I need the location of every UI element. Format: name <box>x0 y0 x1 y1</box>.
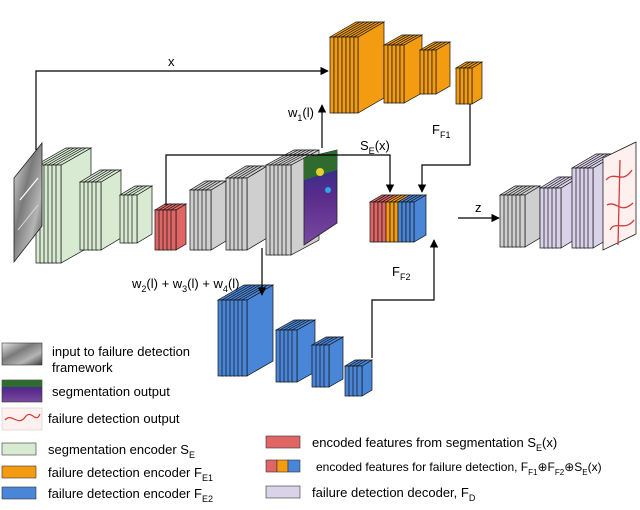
w234-part: 4 <box>223 284 228 294</box>
legend-encoded-fd-swatch-red <box>265 459 278 473</box>
w234-part: w <box>131 276 142 291</box>
legend-fd-encoder-1-text: failure detection encoder FE1 <box>48 465 213 483</box>
fd-encoder-1-block-2 <box>382 34 424 104</box>
label-w234: w2(l) + w3(l) + w4(l) <box>131 276 239 294</box>
fd-encoder-1-block-3 <box>418 41 452 95</box>
ff2-arrow <box>371 239 439 358</box>
w234-part: 3 <box>182 284 187 294</box>
label-w1: w1(l) <box>287 105 314 123</box>
se-arrow <box>165 154 395 205</box>
fd-encoder-2-block-4 <box>343 359 374 397</box>
seg-gray-block-2 <box>224 165 269 251</box>
legend-encoded-fd-swatch-orange <box>276 459 289 473</box>
label-x: x <box>168 54 175 69</box>
seg-encoder-block-3 <box>118 185 154 244</box>
legend-seg-encoder-swatch <box>1 442 37 456</box>
encoded-seg-block <box>153 203 188 251</box>
concat-features-block <box>368 194 428 243</box>
legend-fd-encoder-1-swatch <box>1 465 37 479</box>
w234-part: (l) <box>228 276 240 291</box>
ff1-arrow <box>417 104 471 193</box>
w234-part: (l) + w <box>146 276 182 291</box>
label-se: SE(x) <box>360 138 390 156</box>
w234-part: 2 <box>141 284 146 294</box>
legend-fd-encoder-2-swatch <box>1 486 37 500</box>
legend-encoded-seg-swatch <box>265 435 301 449</box>
seg-gray-block-1 <box>188 180 228 251</box>
legend-encoded-fd-text: encoded features for failure detection, … <box>316 460 602 477</box>
decoder-gray-block <box>498 185 542 248</box>
legend-fd-decoder-swatch <box>265 485 301 499</box>
legend-input-text-2: framework <box>52 360 113 375</box>
legend-encoded-seg-text: encoded features from segmentation SE(x) <box>312 435 557 453</box>
seg-encoder-block-1 <box>34 147 93 264</box>
fd-encoder-2-block-2 <box>274 319 317 383</box>
label-z: z <box>475 200 482 215</box>
network-layers <box>34 21 619 397</box>
failure-output-icon <box>602 141 637 251</box>
legend-fd-encoder-2-text: failure detection encoder FE2 <box>48 486 213 504</box>
legend-seg-output-vegetation <box>2 380 42 387</box>
fd-encoder-1-block-1 <box>328 21 386 114</box>
legend-failure-output-swatch <box>1 407 43 431</box>
segmentation-output-icon <box>303 149 338 246</box>
legend-input-swatch <box>1 342 43 366</box>
legend-fd-decoder-text: failure detection decoder, FD <box>312 485 476 503</box>
legend-input-text-1: input to failure detection <box>52 344 190 359</box>
legend-seg-encoder-text: segmentation encoder SE <box>48 442 195 460</box>
connections <box>35 66 500 358</box>
legend-failure-output-text: failure detection output <box>48 411 180 426</box>
input-image-icon <box>13 141 43 264</box>
fd-encoder-2-block-3 <box>310 336 345 388</box>
seg-encoder-block-2 <box>78 169 123 251</box>
label-ff1: FF1 <box>432 122 450 140</box>
w234-part: (l) + w <box>187 276 223 291</box>
label-ff2: FF2 <box>392 264 410 282</box>
legend-encoded-fd-swatch-blue <box>287 459 301 473</box>
fd-encoder-2-block-1 <box>216 284 275 377</box>
legend-seg-output-text: segmentation output <box>52 384 170 399</box>
x-arrow <box>35 66 329 150</box>
legend-failure-output-pattern <box>4 413 41 422</box>
fd-encoder-1-block-4 <box>454 61 484 105</box>
